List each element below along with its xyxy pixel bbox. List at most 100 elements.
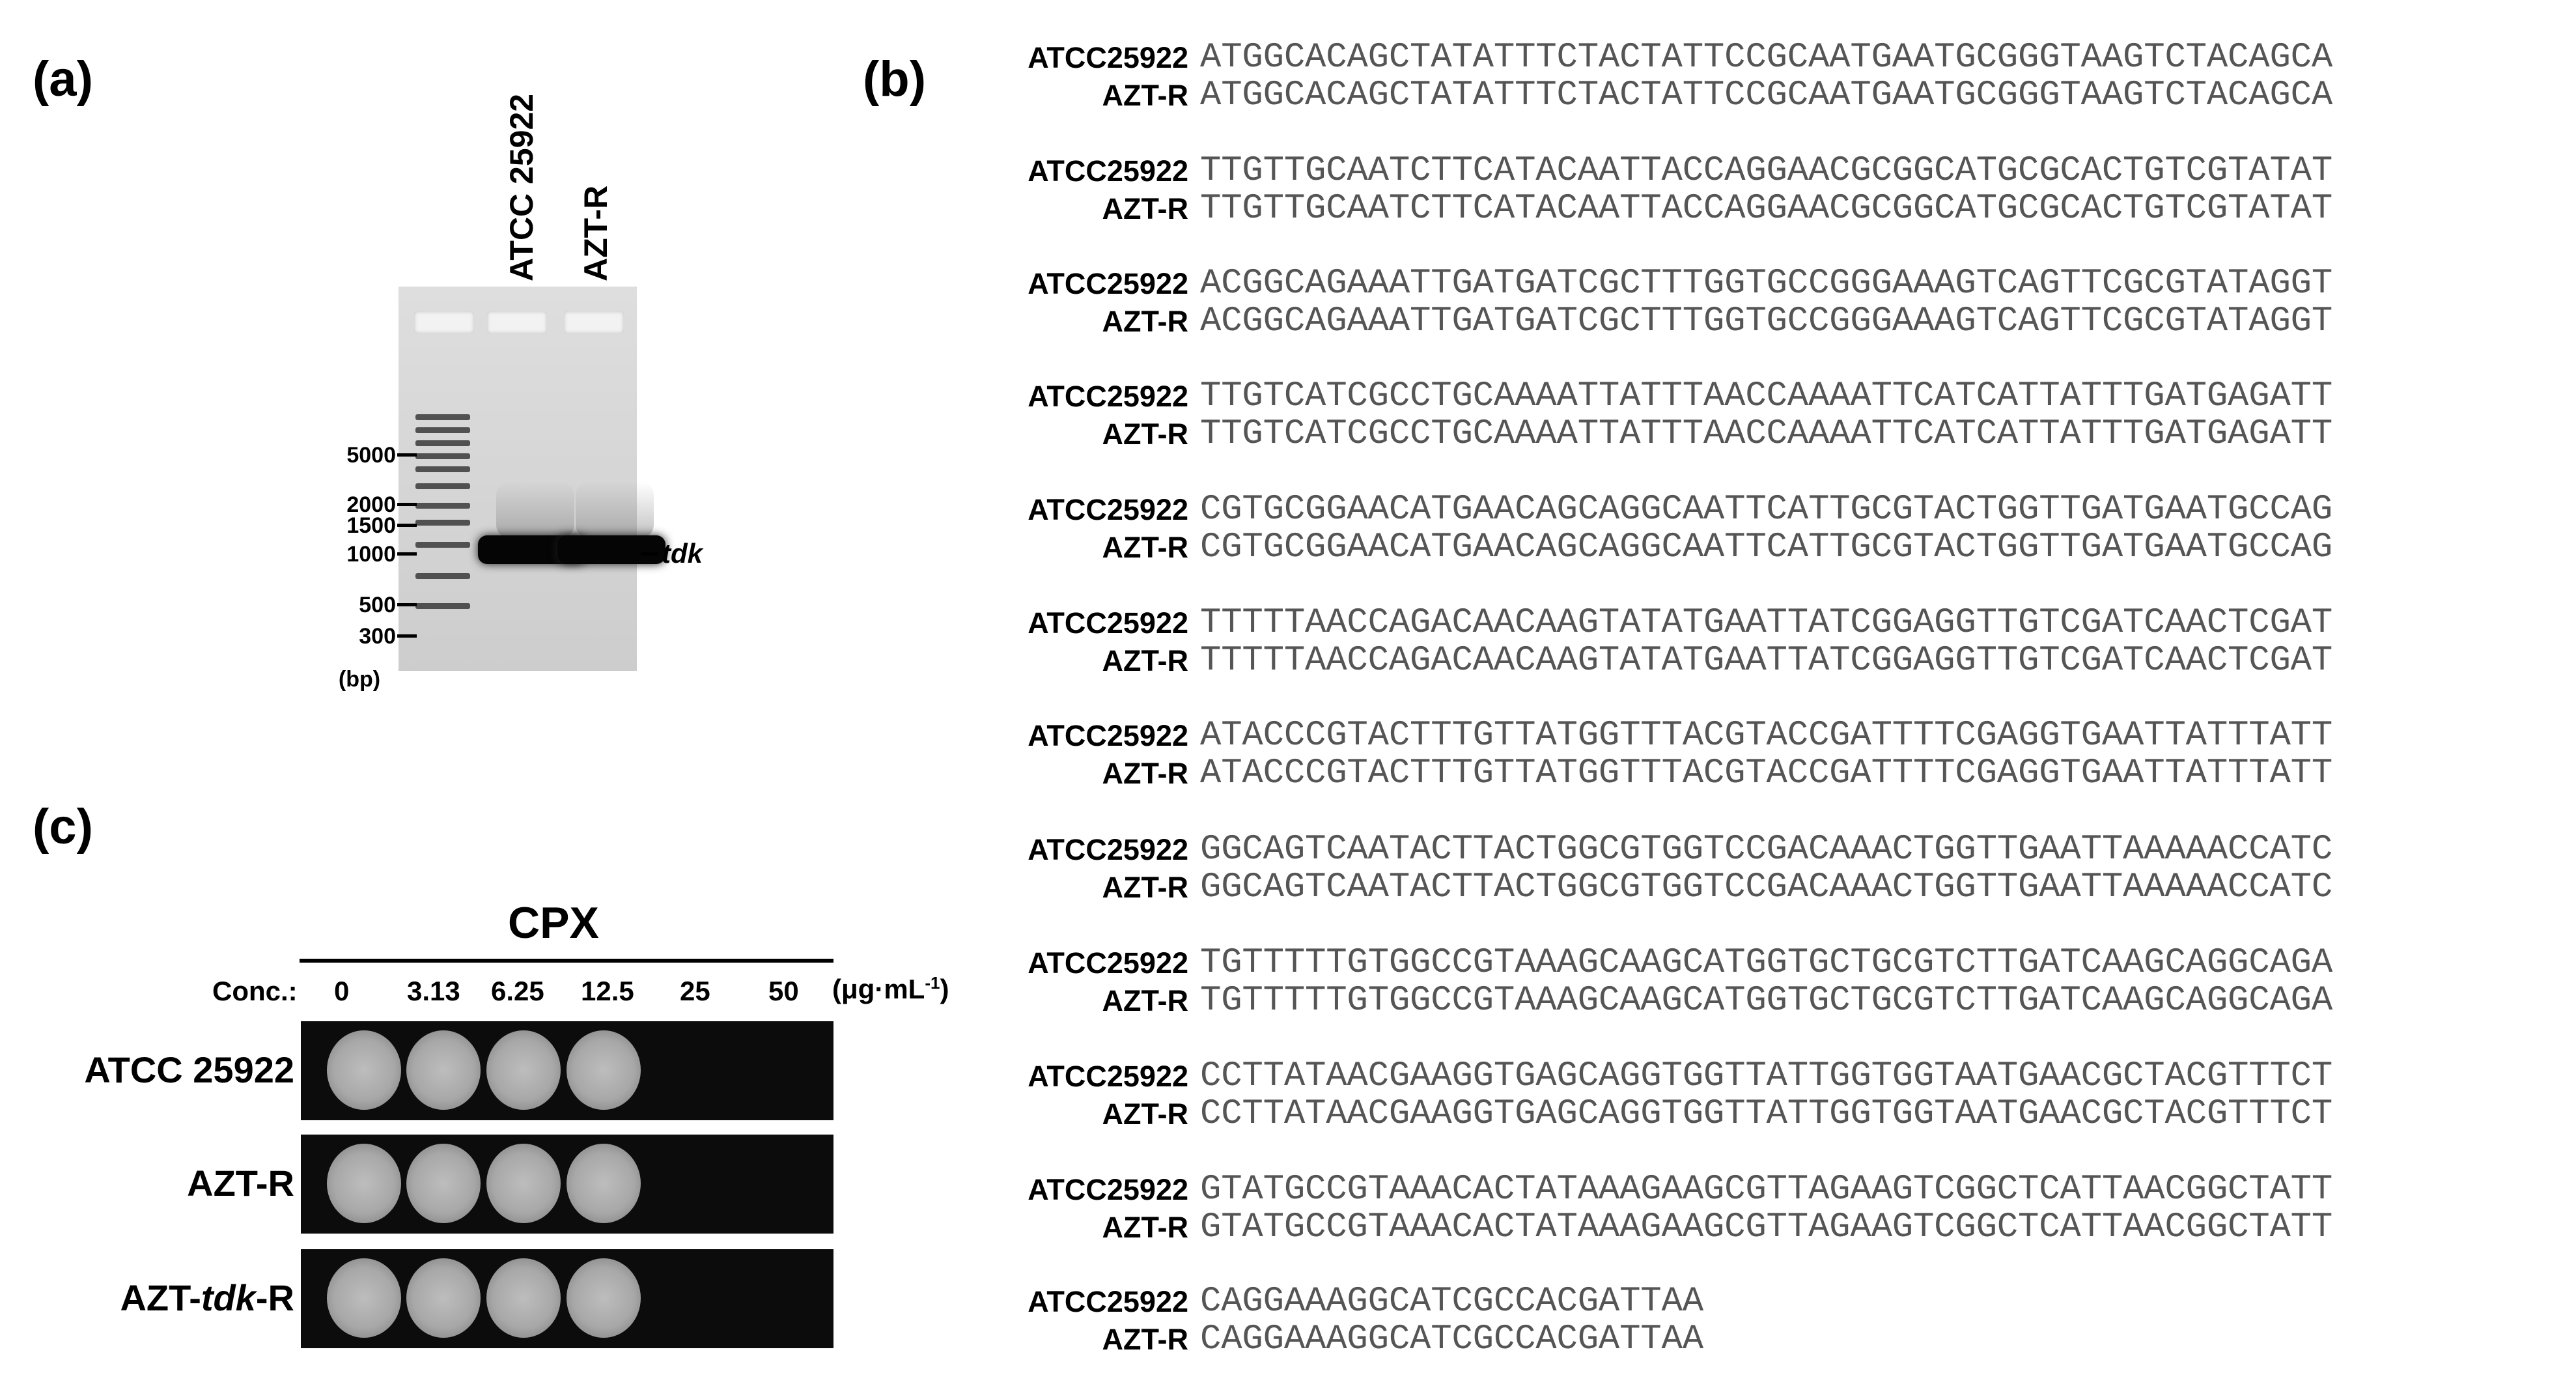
alignment-row: AZT-R TTGTTGCAATCTTCATACAATTACCAGGAACGCGG… <box>993 189 2333 231</box>
dna-sequence: TTGTCATCGCCTGCAAAATTATTTAACCAAAATTCATCAT… <box>1200 376 2333 416</box>
strain-name: ATCC25922 <box>1028 40 1188 74</box>
bacterial-spot <box>406 1030 481 1110</box>
lane-label-atcc: ATCC 25922 <box>503 93 540 281</box>
marker-tick <box>397 524 417 527</box>
dna-sequence: CCTTATAACGAAGGTGAGCAGGTGGTTATTGGTGGTAATG… <box>1200 1056 2333 1096</box>
ladder-band <box>415 503 470 509</box>
dna-sequence: CGTGCGGAACATGAACAGCAGGCAATTCATTGCGTACTGG… <box>1200 528 2333 567</box>
dna-sequence: ATGGCACAGCTATATTTCTACTATTCCGCAATGAATGCGG… <box>1200 38 2333 78</box>
ladder-band <box>415 573 470 579</box>
alignment-row: ATCC25922 GTATGCCGTAAACACTATAAAGAAGCGTTAG… <box>993 1170 2332 1211</box>
band-smear <box>496 482 574 538</box>
marker-label-5000: 5000 <box>346 443 396 468</box>
strain-name: AZT-R <box>1102 983 1188 1017</box>
dna-sequence: CCTTATAACGAAGGTGAGCAGGTGGTTATTGGTGGTAATG… <box>1200 1094 2333 1134</box>
dna-sequence: ACGGCAGAAATTGATGATCGCTTTGGTGCCGGGAAAGTCA… <box>1200 264 2333 304</box>
bacterial-spot <box>567 1258 641 1338</box>
strain-name: AZT-R <box>1102 643 1188 677</box>
conc-value: 0 <box>334 976 350 1006</box>
marker-tick <box>397 603 417 606</box>
bacterial-spot <box>486 1030 561 1110</box>
conc-value: 25 <box>680 976 710 1006</box>
strain-name: ATCC25922 <box>1028 154 1188 188</box>
panel-label-c: (c) <box>33 799 93 855</box>
strain-name: AZT-R <box>1102 756 1188 790</box>
gel-well <box>564 311 624 333</box>
conc-unit: (μg·mL-1) <box>832 973 949 1005</box>
band-label-tdk: tdk <box>662 538 703 569</box>
alignment-row: AZT-R TGTTTTTGTGGCCGTAAAGCAAGCATGGTGCTGCG… <box>993 981 2333 1023</box>
strain-name: ATCC25922 <box>1028 266 1188 300</box>
cpx-underline <box>300 959 833 963</box>
strain-label-part: ATCC 25922 <box>84 1049 294 1090</box>
marker-tick <box>397 503 417 506</box>
dna-sequence: ATGGCACAGCTATATTTCTACTATTCCGCAATGAATGCGG… <box>1200 76 2333 115</box>
bacterial-spot <box>486 1258 561 1338</box>
conc-value: 6.25 <box>491 976 544 1006</box>
ladder-band <box>415 440 470 446</box>
bacterial-spot <box>327 1144 401 1223</box>
strain-row-label: ATCC 25922 <box>14 1049 294 1091</box>
marker-tick <box>397 453 417 457</box>
ladder-band <box>415 414 470 420</box>
gel-well <box>487 311 547 333</box>
dna-sequence: ACGGCAGAAATTGATGATCGCTTTGGTGCCGGGAAAGTCA… <box>1200 302 2333 341</box>
strain-name: ATCC25922 <box>1028 718 1188 752</box>
dna-sequence: GTATGCCGTAAACACTATAAAGAAGCGTTAGAAGTCGGCT… <box>1200 1208 2333 1247</box>
band-smear <box>576 482 654 538</box>
bacterial-spot <box>567 1030 641 1110</box>
alignment-block: ATCC25922 ATACCCGTACTTTGTTATGGTTTACGTACCG… <box>993 716 2569 813</box>
strain-name: ATCC25922 <box>1028 946 1188 980</box>
dna-sequence: GTATGCCGTAAACACTATAAAGAAGCGTTAGAAGTCGGCT… <box>1200 1170 2333 1209</box>
conc-value: 50 <box>768 976 799 1006</box>
conc-unit-close: ) <box>940 974 949 1004</box>
dna-sequence: CAGGAAAGGCATCGCCACGATTAA <box>1200 1320 1703 1359</box>
strain-name: AZT-R <box>1102 191 1188 225</box>
alignment-row: AZT-R CCTTATAACGAAGGTGAGCAGGTGGTTATTGGTGG… <box>993 1094 2333 1136</box>
alignment-row: ATCC25922 ATACCCGTACTTTGTTATGGTTTACGTACCG… <box>993 716 2332 757</box>
panel-label-b: (b) <box>863 51 927 107</box>
strain-name: AZT-R <box>1102 1097 1188 1131</box>
dna-sequence: GGCAGTCAATACTTACTGGCGTGGTCCGACAAACTGGTTG… <box>1200 830 2333 869</box>
marker-label-1000: 1000 <box>346 542 396 567</box>
gel-well <box>414 311 474 333</box>
dna-sequence: ATACCCGTACTTTGTTATGGTTTACGTACCGATTTTCGAG… <box>1200 716 2333 756</box>
dna-sequence: TTTTTAACCAGACAACAAGTATATGAATTATCGGAGGTTG… <box>1200 641 2333 681</box>
dna-sequence: GGCAGTCAATACTTACTGGCGTGGTCCGACAAACTGGTTG… <box>1200 868 2333 907</box>
strain-row-label: AZT-tdk-R <box>14 1277 294 1319</box>
panel-label-a: (a) <box>33 51 93 107</box>
bacterial-spot <box>406 1258 481 1338</box>
strain-name: AZT-R <box>1102 1322 1188 1356</box>
bacterial-spot <box>327 1030 401 1110</box>
strain-name: AZT-R <box>1102 417 1188 451</box>
alignment-row: ATCC25922 ATGGCACAGCTATATTTCTACTATTCCGCAA… <box>993 38 2332 79</box>
marker-label-500: 500 <box>359 593 396 617</box>
alignment-row: ATCC25922 ACGGCAGAAATTGATGATCGCTTTGGTGCCG… <box>993 264 2332 305</box>
strain-name: ATCC25922 <box>1028 1172 1188 1206</box>
conc-value: 3.13 <box>407 976 460 1006</box>
agar-plate-row <box>301 1249 833 1348</box>
dna-sequence: TGTTTTTGTGGCCGTAAAGCAAGCATGGTGCTGCGTCTTG… <box>1200 981 2333 1021</box>
marker-tick <box>397 552 417 556</box>
tdk-band-aztr <box>557 535 665 564</box>
dna-sequence: CGTGCGGAACATGAACAGCAGGCAATTCATTGCGTACTGG… <box>1200 490 2333 530</box>
dna-sequence: TTGTTGCAATCTTCATACAATTACCAGGAACGCGGCATGC… <box>1200 189 2333 229</box>
gel-image <box>399 287 665 671</box>
